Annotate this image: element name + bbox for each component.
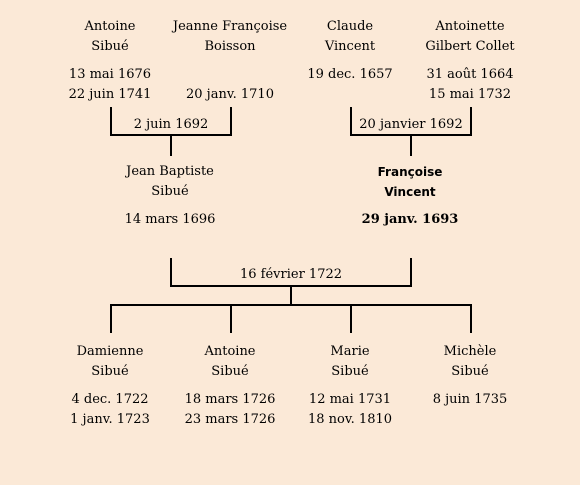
- last-name: Sibué: [451, 364, 489, 379]
- first-name: Antoinette: [435, 19, 505, 34]
- last-name: Sibué: [91, 39, 129, 54]
- last-name: Sibué: [151, 184, 189, 199]
- birth-date: 29 janv. 1693: [361, 212, 459, 227]
- person-antoine-sibue-grandfather[interactable]: Antoine Sibué 13 mai 1676 22 juin 1741: [35, 17, 185, 105]
- last-name: Vincent: [384, 185, 436, 199]
- connector-line: [410, 134, 412, 156]
- birth-date: 18 mars 1726: [184, 392, 276, 407]
- last-name: Sibué: [331, 364, 369, 379]
- birth-date: 13 mai 1676: [68, 67, 152, 82]
- person-jean-baptiste-sibue[interactable]: Jean Baptiste Sibué 14 mars 1696: [95, 162, 245, 230]
- first-name: Françoise: [377, 165, 443, 179]
- death-date: 23 mars 1726: [184, 412, 276, 427]
- connector-line: [470, 107, 472, 136]
- first-name: Claude: [326, 19, 374, 34]
- first-name: Marie: [330, 344, 370, 359]
- last-name: Gilbert Collet: [425, 39, 515, 54]
- connector-line: [290, 285, 292, 306]
- birth-date: 4 dec. 1722: [71, 392, 149, 407]
- death-date: 22 juin 1741: [68, 87, 152, 102]
- birth-date: 31 août 1664: [426, 67, 514, 82]
- death-date: 15 mai 1732: [428, 87, 512, 102]
- birth-date: 12 mai 1731: [308, 392, 392, 407]
- first-name: Antoine: [84, 19, 136, 34]
- person-claude-vincent[interactable]: Claude Vincent 19 dec. 1657: [275, 17, 425, 105]
- death-date: 1 janv. 1723: [70, 412, 150, 427]
- connector-line: [170, 258, 172, 287]
- person-jeanne-francoise-boisson[interactable]: Jeanne Françoise Boisson 20 janv. 1710: [155, 17, 305, 105]
- connector-line: [110, 107, 112, 136]
- first-name: Michèle: [443, 344, 497, 359]
- connector-line: [110, 304, 112, 333]
- connector-line: [230, 304, 232, 333]
- death-date: 20 janv. 1710: [186, 87, 274, 102]
- last-name: Sibué: [211, 364, 249, 379]
- birth-date: 19 dec. 1657: [307, 67, 393, 82]
- marriage-date-parents: 16 février 1722: [239, 267, 343, 282]
- connector-line: [110, 304, 472, 306]
- person-marie-sibue[interactable]: Marie Sibué 12 mai 1731 18 nov. 1810: [275, 342, 425, 430]
- first-name: Damienne: [76, 344, 144, 359]
- person-antoine-sibue-child[interactable]: Antoine Sibué 18 mars 1726 23 mars 1726: [155, 342, 305, 430]
- last-name: Sibué: [91, 364, 129, 379]
- first-name: Antoine: [204, 344, 256, 359]
- death-date: 18 nov. 1810: [307, 412, 393, 427]
- birth-date: 14 mars 1696: [124, 212, 216, 227]
- marriage-date-maternal: 20 janvier 1692: [359, 117, 463, 132]
- connector-line: [230, 107, 232, 136]
- connector-line: [470, 304, 472, 333]
- birth-date: 8 juin 1735: [432, 392, 508, 407]
- person-damienne-sibue[interactable]: Damienne Sibué 4 dec. 1722 1 janv. 1723: [35, 342, 185, 430]
- person-francoise-vincent[interactable]: Françoise Vincent 29 janv. 1693: [335, 162, 485, 230]
- marriage-date-paternal: 2 juin 1692: [133, 117, 209, 132]
- connector-line: [170, 134, 172, 156]
- connector-line: [410, 258, 412, 287]
- person-michele-sibue[interactable]: Michèle Sibué 8 juin 1735: [395, 342, 545, 430]
- last-name: Boisson: [204, 39, 256, 54]
- person-antoinette-gilbert-collet[interactable]: Antoinette Gilbert Collet 31 août 1664 1…: [395, 17, 545, 105]
- connector-line: [350, 304, 352, 333]
- connector-line: [350, 107, 352, 136]
- death-date: [395, 410, 545, 430]
- last-name: Vincent: [324, 39, 376, 54]
- first-name: Jeanne Françoise: [172, 19, 288, 34]
- first-name: Jean Baptiste: [126, 164, 214, 179]
